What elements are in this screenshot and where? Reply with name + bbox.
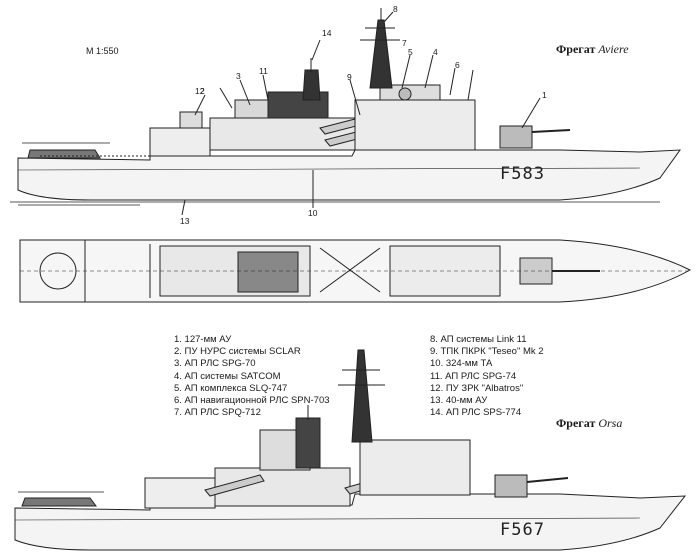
callout-5: 5 bbox=[408, 47, 413, 57]
callout-7: 7 bbox=[402, 38, 407, 48]
callout-10: 10 bbox=[308, 208, 318, 218]
callout-1: 1 bbox=[542, 90, 547, 100]
legend-item: 4. АП системы SATCOM bbox=[174, 370, 281, 382]
callout-13: 13 bbox=[180, 216, 190, 226]
legend-item: 6. АП навигационной РЛС SPN-703 bbox=[174, 395, 330, 407]
legend-item: 7. АП РЛС SPQ-712 bbox=[174, 407, 261, 419]
legend-item: 3. АП РЛС SPG-70 bbox=[174, 358, 256, 370]
legend-item: 2. ПУ НУРС системы SCLAR bbox=[174, 346, 301, 358]
callout-9: 9 bbox=[347, 72, 352, 82]
ship1-hull-number: F583 bbox=[500, 164, 545, 184]
ship2-title: Фрегат Orsa bbox=[556, 416, 623, 430]
callout-3: 3 bbox=[236, 71, 241, 81]
scale-label: М 1:550 bbox=[86, 46, 119, 56]
ship-aviere-plan bbox=[19, 239, 692, 303]
legend-item: 9. ТПК ПКРК "Teseo" Mk 2 bbox=[430, 346, 544, 358]
legend-item: 11. АП РЛС SPG-74 bbox=[430, 370, 517, 382]
ship-orsa-profile bbox=[14, 349, 687, 551]
legend-item: 8. АП системы Link 11 bbox=[430, 334, 527, 345]
legend-item: 1. 127-мм АУ bbox=[174, 334, 232, 345]
legend-item: 13. 40-мм АУ bbox=[430, 395, 488, 407]
callout-6: 6 bbox=[455, 60, 460, 70]
callout-11: 11 bbox=[259, 66, 268, 76]
callout-12: 12 bbox=[195, 86, 205, 96]
callout-4: 4 bbox=[433, 47, 438, 57]
ship1-title: Фрегат Aviere bbox=[556, 42, 629, 56]
legend-item: 5. АП комплекса SLQ-747 bbox=[174, 382, 288, 394]
legend-item: 10. 324-мм ТА bbox=[430, 358, 493, 370]
legend-item: 12. ПУ ЗРК "Albatros" bbox=[430, 382, 524, 394]
callout-8: 8 bbox=[393, 4, 398, 14]
ship2-hull-number: F567 bbox=[500, 520, 545, 540]
legend-right: 8. АП системы Link 11 9. ТПК ПКРК "Teseo… bbox=[430, 334, 544, 419]
callout-14: 14 bbox=[322, 28, 332, 38]
legend-item: 14. АП РЛС SPS-774 bbox=[430, 407, 522, 419]
callout-2: 2 bbox=[200, 86, 205, 96]
legend-left: 1. 127-мм АУ 2. ПУ НУРС системы SCLAR 3.… bbox=[174, 334, 330, 419]
